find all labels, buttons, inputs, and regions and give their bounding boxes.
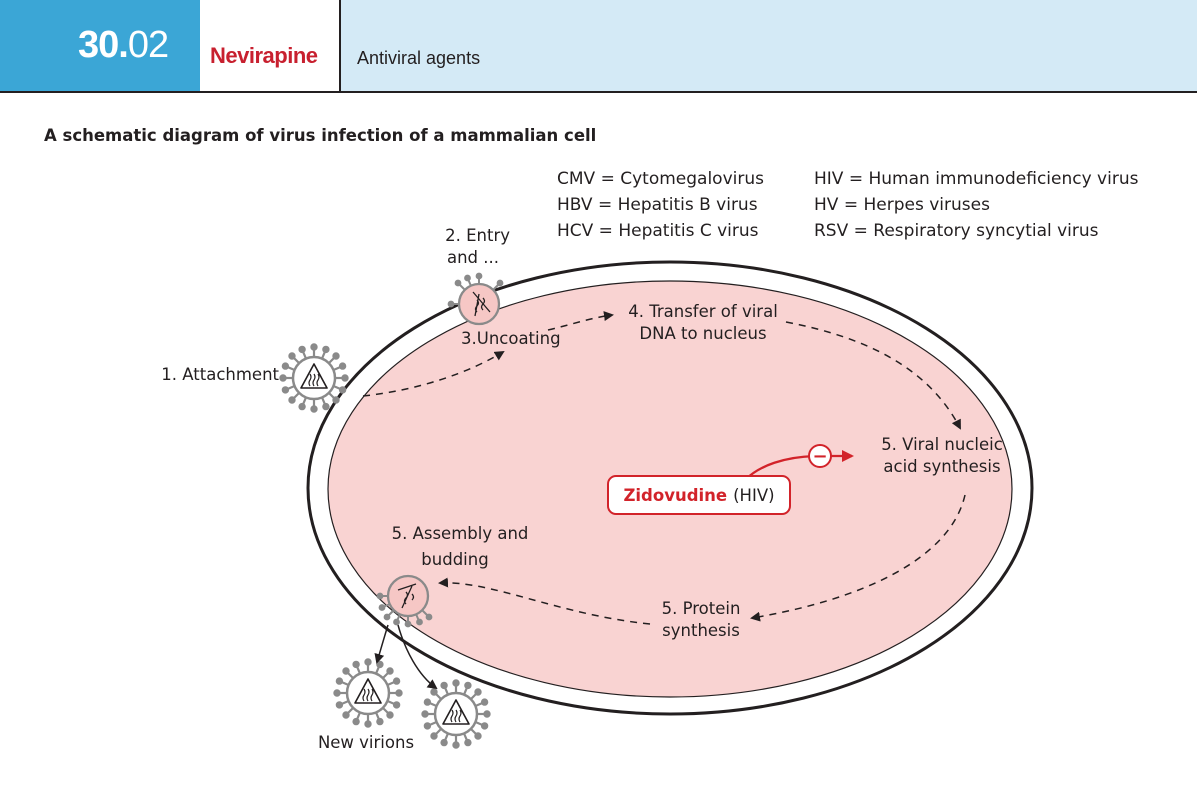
new-virions-label: New virions: [318, 733, 414, 752]
step-entry-line2: and ...: [447, 248, 499, 267]
inhibition-symbol: −: [812, 446, 827, 467]
legend-item: HV = Herpes viruses: [814, 195, 990, 215]
release-arrow: [397, 624, 438, 690]
step-transfer-line1: 4. Transfer of viral: [628, 302, 778, 321]
step-labels: 1. Attachment 2. Entry and ... 3.Uncoati…: [161, 226, 1003, 752]
new-virion-icon: [421, 679, 491, 749]
drug-title-box: Nevirapine: [200, 0, 341, 91]
legend-item: RSV = Respiratory syncytial virus: [814, 221, 1099, 241]
step-synthesis-line2: acid synthesis: [883, 457, 1000, 476]
legend-item: HCV = Hepatitis C virus: [557, 221, 759, 241]
drug-box: [607, 475, 791, 515]
legend-item: HIV = Human immunodeficiency virus: [814, 169, 1139, 189]
path-synthesis-to-protein: [750, 494, 966, 622]
release-arrows: [374, 624, 438, 690]
step-transfer-line2: DNA to nucleus: [639, 324, 766, 343]
chapter-number: 30.02: [78, 24, 169, 66]
path-uncoat-to-transfer: [547, 311, 614, 331]
inhibition-icon: [808, 444, 832, 468]
release-arrow: [374, 624, 389, 664]
legend-left: CMV = Cytomegalovirus HBV = Hepatitis B …: [557, 166, 764, 244]
chapter-number-box: 30.02: [0, 0, 200, 93]
step-uncoating: 3.Uncoating: [461, 329, 561, 348]
legend-item: HBV = Hepatitis B virus: [557, 195, 758, 215]
infection-pathway: [362, 311, 966, 625]
path-transfer-to-synthesis: [785, 321, 961, 430]
step-protein-line2: synthesis: [662, 621, 740, 640]
attaching-virion-icon: [279, 343, 349, 413]
path-attach-to-uncoat: [362, 350, 505, 397]
page-title: A schematic diagram of virus infection o…: [44, 126, 597, 145]
budding-virion-icon: [376, 574, 433, 628]
entering-virion-icon: [447, 272, 504, 326]
legend-right: HIV = Human immunodeficiency virus HV = …: [814, 166, 1138, 244]
drug-label: Zidovudine(HIV): [623, 486, 774, 505]
path-protein-to-assembly: [438, 577, 651, 625]
header: 30.02 Nevirapine Antiviral agents: [0, 0, 1197, 93]
step-synthesis-line1: 5. Viral nucleic: [881, 435, 1003, 454]
legend-item: CMV = Cytomegalovirus: [557, 169, 764, 189]
section-subtitle-box: Antiviral agents: [341, 0, 1197, 91]
drug-title: Nevirapine: [210, 43, 318, 68]
new-virion-icon: [333, 658, 403, 728]
section-subtitle: Antiviral agents: [357, 48, 481, 68]
step-assembly-line2: budding: [421, 550, 488, 569]
drug-inhibition: − Zidovudine(HIV): [607, 444, 854, 515]
step-entry-line1: 2. Entry: [445, 226, 510, 245]
step-assembly-line1: 5. Assembly and: [392, 524, 529, 543]
step-protein-line1: 5. Protein: [662, 599, 741, 618]
header-divider: [0, 91, 1197, 93]
step-attachment: 1. Attachment: [161, 365, 279, 384]
